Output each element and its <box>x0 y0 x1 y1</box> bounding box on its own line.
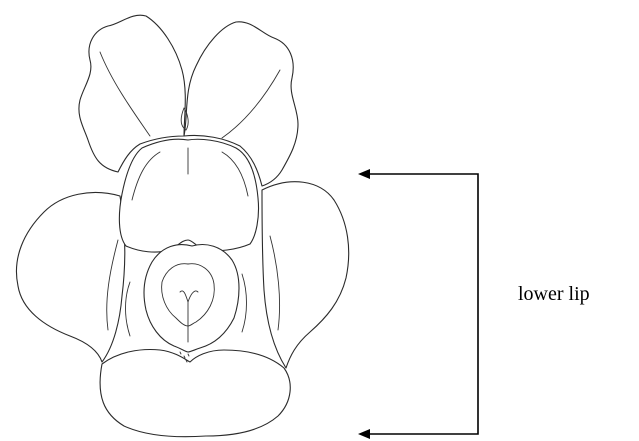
annotation-bracket <box>368 174 478 434</box>
right-side-petal <box>262 182 349 368</box>
right-lobe-edge <box>242 274 247 332</box>
bottom-lower-petal <box>100 350 290 437</box>
lower-lip-label: lower lip <box>518 283 590 306</box>
left-side-petal <box>16 193 124 362</box>
palate <box>144 245 239 352</box>
lower-arrowhead <box>358 429 370 439</box>
central-upper-lip <box>119 139 258 252</box>
upper-arrowhead <box>358 169 370 179</box>
left-lobe-edge <box>126 282 131 336</box>
